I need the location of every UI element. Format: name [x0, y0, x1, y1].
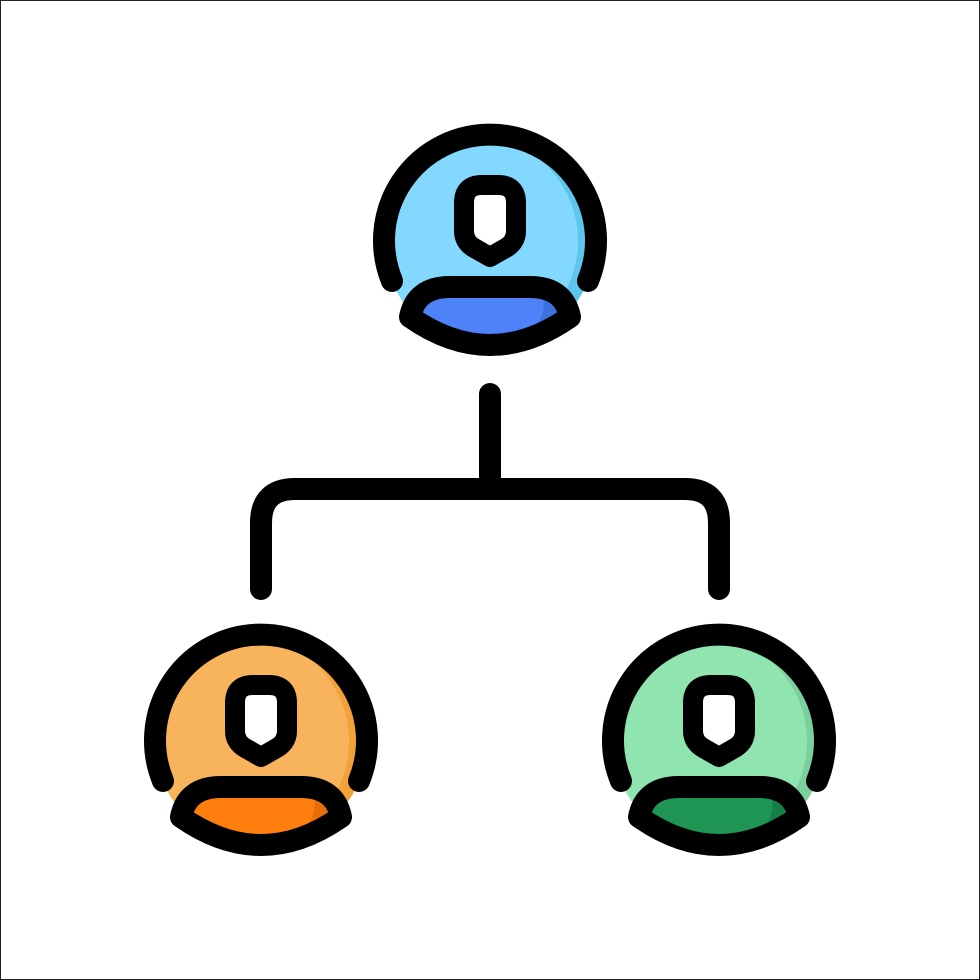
person-head	[225, 675, 297, 767]
person-body-outline	[399, 276, 581, 356]
person-node-bottom-right	[602, 623, 836, 856]
avatar-outline	[373, 123, 607, 292]
person-body-outline	[170, 776, 352, 856]
person-head	[683, 675, 755, 767]
person-node-top	[373, 123, 607, 356]
branch-line	[250, 478, 730, 600]
avatar-outline	[602, 623, 836, 792]
person-node-bottom-left	[144, 623, 378, 856]
connector-lines	[250, 383, 730, 600]
avatar-outline	[144, 623, 378, 792]
person-head	[454, 175, 526, 267]
person-body-outline	[628, 776, 810, 856]
